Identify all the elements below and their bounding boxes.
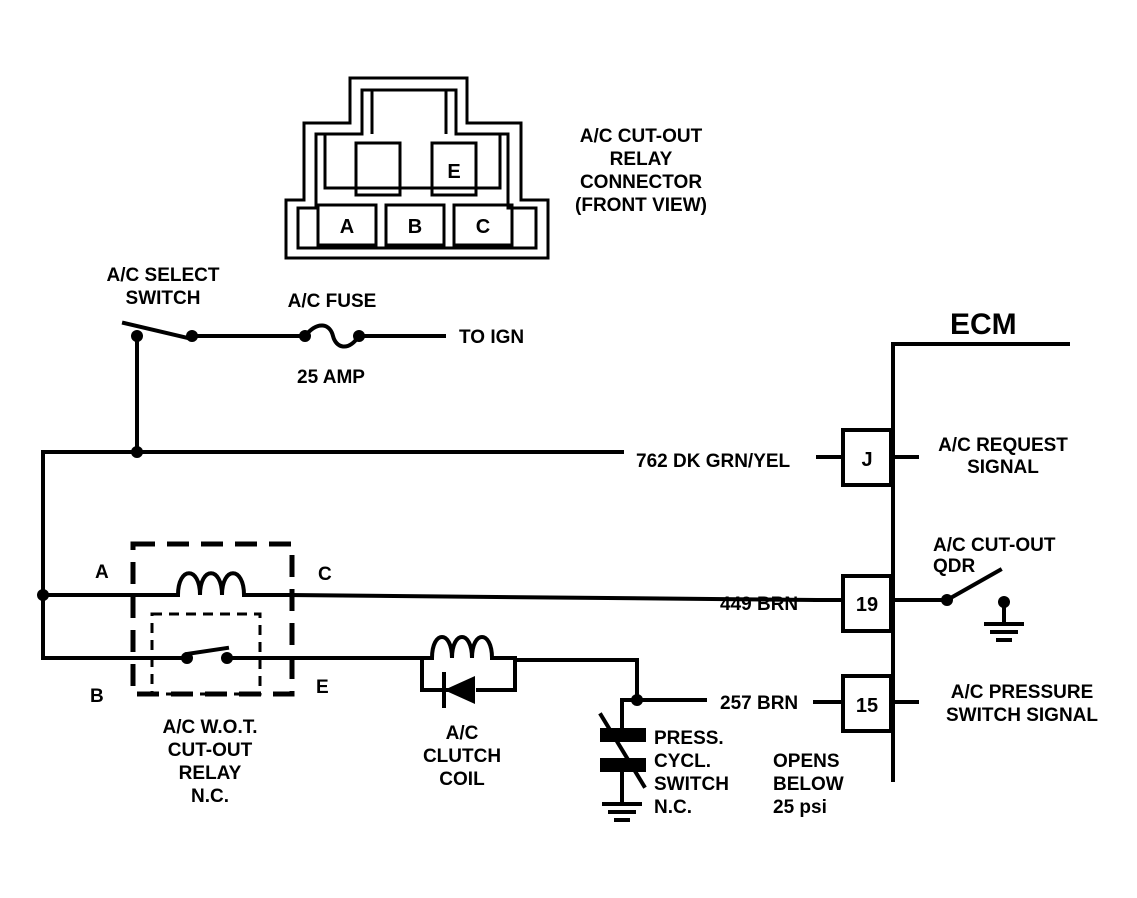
clutch-label-line-3: COIL [439, 769, 485, 790]
ecm-qdr-label: A/C CUT-OUT QDR [933, 535, 1056, 577]
relay-connector-front-view: A B C E [284, 76, 550, 260]
opens-note: OPENS BELOW 25 psi [773, 751, 844, 818]
select-switch-label: A/C SELECT SWITCH [107, 265, 220, 309]
select-switch [121, 320, 198, 342]
relay-label: A/C W.O.T. CUT-OUT RELAY N.C. [163, 717, 258, 807]
pressure-signal-line-2: SWITCH SIGNAL [946, 705, 1098, 726]
ecm-pin-j-box [841, 428, 893, 487]
ecm-request-signal: A/C REQUEST SIGNAL [938, 435, 1068, 478]
cavity-a [316, 203, 378, 247]
ecm-pin-19-box [841, 574, 893, 633]
to-ign-label: TO IGN [459, 327, 524, 348]
connector-pin-c: C [476, 216, 490, 238]
relay-coil [175, 571, 247, 598]
qdr-line-2: QDR [933, 556, 976, 577]
press-switch-line-1: PRESS. [654, 728, 724, 749]
relay-terminal-e: E [316, 677, 329, 698]
pressure-cycling-switch [598, 698, 647, 804]
select-switch-line-2: SWITCH [126, 288, 201, 309]
cavity-e [430, 141, 478, 197]
ecm-pin-j: J [861, 449, 872, 471]
press-switch-line-4: N.C. [654, 797, 692, 818]
connector-pin-e: E [447, 161, 460, 183]
connector-title-line-3: CONNECTOR [580, 172, 702, 193]
relay-label-line-3: RELAY [179, 763, 242, 784]
press-switch-line-3: SWITCH [654, 774, 729, 795]
fuse-25-amp [299, 323, 365, 349]
relay-label-line-4: N.C. [191, 786, 229, 807]
relay-outline [130, 541, 295, 697]
select-switch-line-1: A/C SELECT [107, 265, 220, 286]
relay-terminal-a: A [95, 562, 109, 583]
ecm-pressure-signal: A/C PRESSURE SWITCH SIGNAL [946, 682, 1098, 726]
clutch-label-line-1: A/C [446, 723, 479, 744]
opens-note-line-1: OPENS [773, 751, 840, 772]
ecm-pin-15: 15 [856, 695, 878, 717]
wire-label-257: 257 BRN [720, 693, 798, 714]
fuse-rating: 25 AMP [297, 367, 365, 388]
ecm-boundary [891, 342, 1070, 782]
ecm-pin-19: 19 [856, 594, 878, 616]
opens-note-line-3: 25 psi [773, 797, 827, 818]
request-signal-line-1: A/C REQUEST [938, 435, 1068, 456]
connector-pin-b: B [408, 216, 422, 238]
connector-title-line-4: (FRONT VIEW) [575, 195, 707, 216]
ecm-pin-15-box [841, 674, 893, 733]
relay-label-line-1: A/C W.O.T. [163, 717, 258, 738]
wire-449-run [287, 592, 818, 603]
relay-label-line-2: CUT-OUT [168, 740, 253, 761]
cavity-unused [354, 141, 402, 197]
press-switch-line-2: CYCL. [654, 751, 711, 772]
connector-title-line-2: RELAY [610, 149, 673, 170]
relay-contact-outline [150, 612, 262, 696]
cavity-c [452, 203, 514, 247]
opens-note-line-2: BELOW [773, 774, 844, 795]
wire-label-762: 762 DK GRN/YEL [636, 451, 791, 472]
request-signal-line-2: SIGNAL [967, 457, 1039, 478]
relay-terminal-b: B [90, 686, 104, 707]
clutch-coil [420, 635, 517, 708]
press-switch-label: PRESS. CYCL. SWITCH N.C. [654, 728, 729, 818]
connector-title: A/C CUT-OUT RELAY CONNECTOR (FRONT VIEW) [575, 126, 707, 216]
cavity-b [384, 203, 446, 247]
clutch-label: A/C CLUTCH COIL [423, 723, 501, 790]
wire-label-449: 449 BRN [720, 594, 798, 615]
qdr-line-1: A/C CUT-OUT [933, 535, 1056, 556]
fuse-name: A/C FUSE [288, 291, 377, 312]
qdr-ground-icon [984, 622, 1024, 642]
pressure-signal-line-1: A/C PRESSURE [951, 682, 1094, 703]
relay-contact-arm [184, 645, 230, 657]
relay-terminal-c: C [318, 564, 332, 585]
connector-title-line-1: A/C CUT-OUT [580, 126, 703, 147]
ecm-label: ECM [950, 308, 1017, 341]
connector-pin-a: A [340, 216, 354, 238]
clutch-label-line-2: CLUTCH [423, 746, 501, 767]
qdr-switch [891, 567, 1010, 624]
press-switch-ground-icon [602, 802, 642, 822]
